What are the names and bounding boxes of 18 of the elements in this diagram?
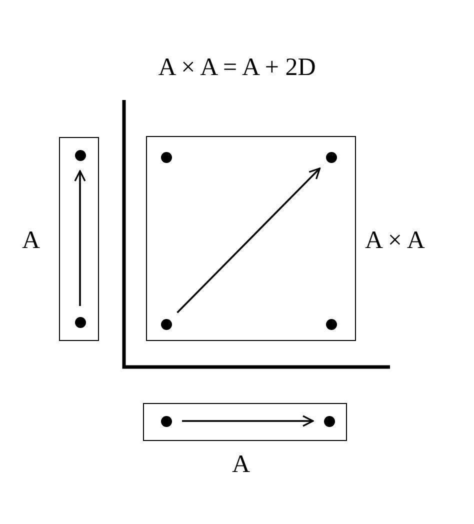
set-label: A: [22, 228, 40, 253]
arrow: [182, 415, 314, 427]
set-label: A: [232, 452, 250, 477]
point-marker: [74, 316, 86, 328]
arrow: [74, 170, 86, 306]
point-marker: [326, 152, 336, 162]
point-marker: [160, 152, 172, 162]
interval-box: [143, 403, 347, 441]
title: A × A = A + 2D: [158, 54, 316, 81]
point-marker: [160, 318, 172, 330]
interval-box: [59, 137, 99, 341]
point-marker: [160, 416, 172, 426]
set-label: A × A: [365, 228, 425, 253]
square-box: [146, 136, 356, 341]
point-marker: [74, 150, 86, 160]
point-marker: [324, 416, 334, 426]
arrow: [176, 168, 321, 314]
point-marker: [326, 318, 336, 330]
